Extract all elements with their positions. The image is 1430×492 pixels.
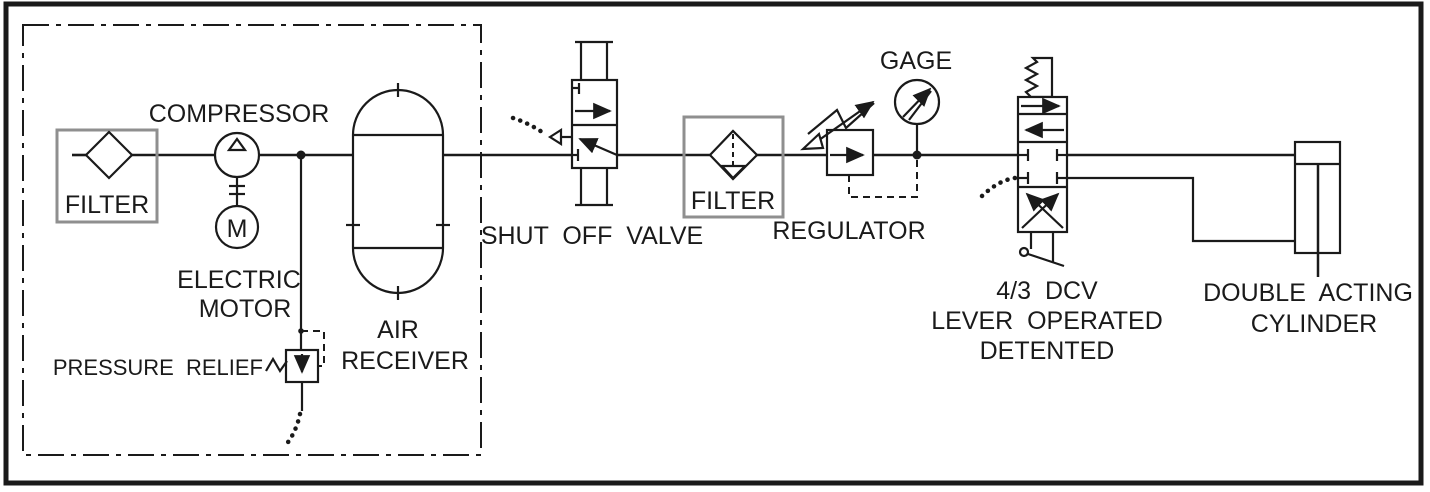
pressure-relief-valve-symbol: PRESSURE RELIEF [53,150,325,449]
filter-drain-triangle-icon [719,164,748,180]
compressor-symbol: COMPRESSOR [149,100,330,179]
adjustment-tail-triangle-icon [800,131,825,151]
line-filter-label: FILTER [691,187,775,215]
electric-motor-label-line2: MOTOR [199,295,292,323]
detent-icon [1023,56,1054,99]
intake-filter-label: FILTER [65,191,149,219]
valve-body [1016,95,1069,234]
outer-frame [3,1,1424,486]
regulator-pilot-line [848,160,918,198]
position3-cross-arrow2 [1025,192,1064,229]
pressure-relief-label: PRESSURE RELIEF [53,355,263,380]
adjustment-arrow [811,100,875,146]
flow-path-diagonal [578,137,618,157]
shaft-coupling-symbol [229,177,245,206]
adjustment-spring-icon [807,102,875,135]
gage-label: GAGE [880,47,952,75]
dcv-label-line1: 4/3 DCV [996,277,1098,305]
cylinder-rod-end-line [1067,176,1295,243]
air-receiver-symbol: AIR RECEIVER [341,83,469,375]
exhaust-dots-icon [282,411,303,449]
gage-needle-edge [908,90,932,121]
lever-handle-icon [1027,252,1065,268]
compressor-label: COMPRESSOR [149,100,330,128]
cylinder-label-line1: DOUBLE ACTING [1203,279,1413,307]
electric-motor-symbol: M ELECTRIC MOTOR [177,204,301,323]
junction-dot [912,150,922,160]
manual-operator-triangle-icon [547,127,563,147]
regulator-body [825,128,875,177]
motor-m-symbol: M [227,215,248,243]
receiver-vessel [351,88,445,295]
double-acting-cylinder-symbol: DOUBLE ACTING CYLINDER [1203,140,1413,338]
shut-off-valve-symbol: SHUT OFF VALVE [481,40,703,250]
regulator-symbol: REGULATOR [772,100,926,245]
cylinder-label-line2: CYLINDER [1251,310,1377,338]
filter-frame-box [682,115,785,219]
dcv-label-line2: LEVER OPERATED [931,307,1163,335]
shut-off-valve-label: SHUT OFF VALVE [481,222,703,250]
lever-operator-dots-icon [979,175,1018,199]
manual-operator-dots-icon [510,115,548,137]
filter-frame-box [55,128,159,224]
air-receiver-label-line1: AIR [377,316,419,344]
pilot-line [301,330,325,367]
electric-motor-label-line1: ELECTRIC [177,266,301,294]
filter-element-icon [84,130,134,180]
compressor-outlet-triangle-icon [226,137,248,152]
regulator-label: REGULATOR [772,217,925,245]
air-receiver-label-line2: RECEIVER [341,347,469,375]
directional-control-valve-symbol: 4/3 DCV LEVER OPERATED DETENTED [931,56,1163,365]
gage-needle [902,87,932,118]
dcv-label-line3: DETENTED [980,337,1115,365]
compressor-unit-boundary [22,24,482,456]
lever-pivot-icon [1018,246,1030,258]
relief-spring-icon [265,356,288,374]
line-filter-symbol: FILTER [682,115,785,219]
intake-filter-symbol: FILTER [55,128,159,224]
gage-symbol: GAGE [880,47,952,160]
